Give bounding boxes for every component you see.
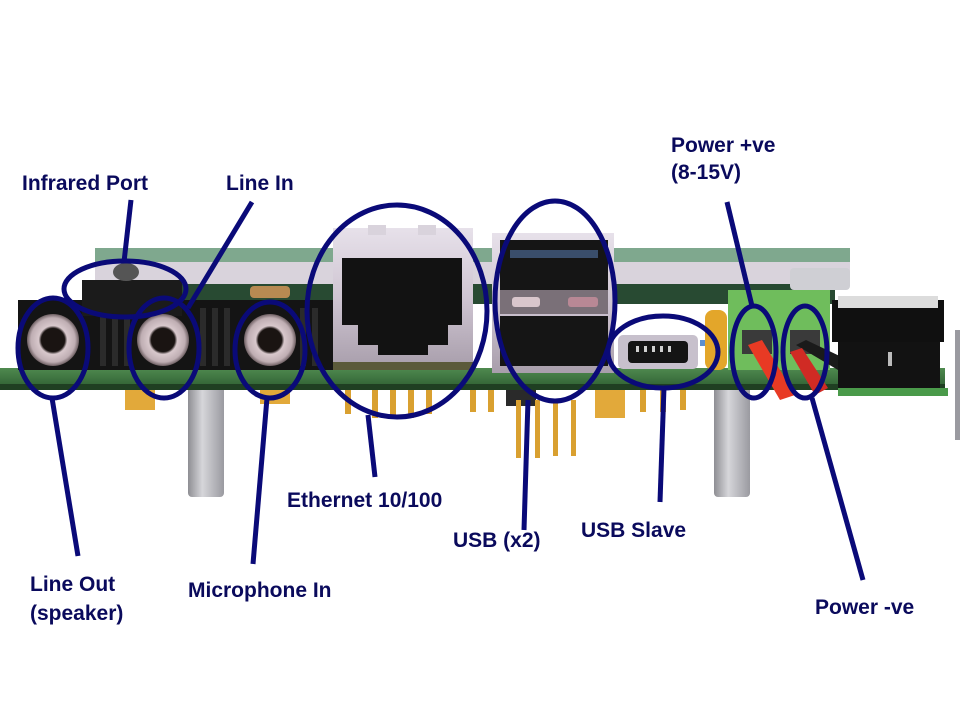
label-power-neg: Power -ve [815,596,915,619]
line-in-leader [185,200,255,310]
annotations [15,198,866,581]
ethernet-jack [333,225,473,370]
standoffs [188,330,960,497]
power-neg-leader [809,397,866,581]
usb-x2-leader [521,399,531,531]
label-usb-x2: USB (x2) [453,529,541,552]
standoff-far-right [955,330,960,440]
label-line-out-sub: (speaker) [30,602,124,625]
infrared-receiver-lens [113,263,139,281]
label-infrared-port: Infrared Port [22,172,149,195]
line-out-leader [49,397,81,557]
standoff-left [188,385,224,497]
label-microphone-in: Microphone In [188,579,332,602]
label-power-pos-range: (8-15V) [671,161,742,184]
right-connector-housing [832,296,948,396]
ethernet-circle [304,202,490,420]
line-in-jack [137,314,189,366]
microphone-in-leader [250,397,270,565]
label-usb-slave: USB Slave [581,519,687,542]
label-ethernet: Ethernet 10/100 [287,489,443,512]
infrared-port-leader [121,199,134,263]
usb-slave-port [618,335,714,369]
usb-slave-leader [657,386,667,503]
label-power-pos: Power +ve [671,134,776,157]
power-neg-circle [780,303,830,401]
line-in-circle [126,295,202,401]
ethernet-leader [365,414,378,478]
standoff-right [714,385,750,497]
line-out-jack [27,314,79,366]
microphone-in-circle [232,299,308,401]
usb-x2-circle [492,198,618,404]
label-line-in: Line In [226,172,294,195]
microphone-jack [244,314,296,366]
power-pos-circle [729,303,779,401]
label-line-out: Line Out [30,573,116,596]
power-pos-leader [724,201,755,307]
usb-host-ports [492,233,614,373]
